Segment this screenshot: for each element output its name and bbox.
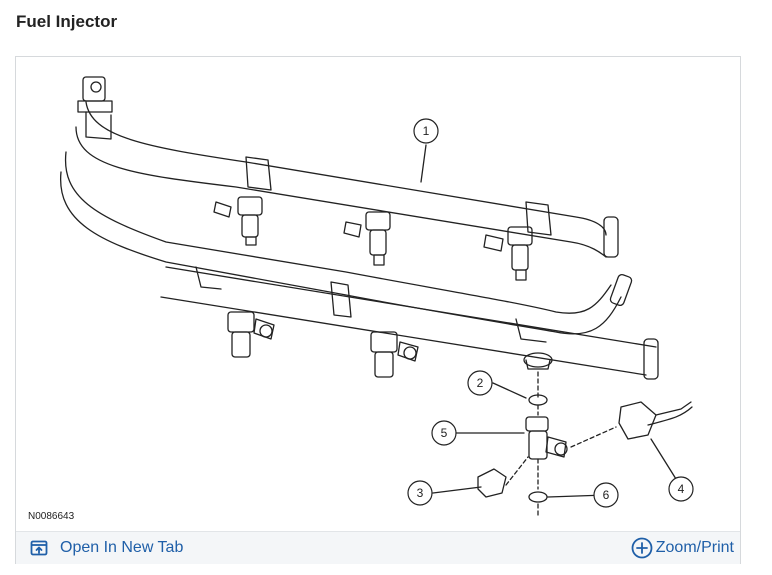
callout-3 [407, 480, 433, 506]
callout-label-4: 4 [678, 482, 685, 496]
callout-label-1: 1 [423, 124, 430, 138]
callout-label-3: 3 [417, 486, 424, 500]
callout-2 [467, 370, 493, 396]
zoom-print-button[interactable]: Zoom/Print [631, 536, 734, 560]
fuel-injector-diagram: 1 2 3 4 5 6 [60, 76, 694, 516]
callout-label-6: 6 [603, 488, 610, 502]
zoom-print-label: Zoom/Print [655, 539, 734, 556]
callout-label-5: 5 [441, 426, 448, 440]
callout-label-2: 2 [477, 376, 484, 390]
figure-id: N0086643 [28, 511, 75, 522]
open-in-new-tab-icon [30, 540, 48, 556]
callout-1 [413, 118, 439, 144]
open-in-new-tab-button[interactable]: Open In New Tab [30, 536, 183, 560]
callout-6 [593, 482, 619, 508]
plus-circle-icon [631, 537, 653, 559]
figure-card: 1 2 3 4 5 6 N0086643 Open In New Tab Zoo… [15, 56, 741, 564]
callouts [407, 118, 694, 508]
figure-footer: Open In New Tab Zoom/Print [16, 531, 740, 564]
open-in-new-tab-label: Open In New Tab [60, 539, 184, 556]
page-title: Fuel Injector [16, 12, 118, 31]
callout-4 [668, 476, 694, 502]
callout-5 [431, 420, 457, 446]
